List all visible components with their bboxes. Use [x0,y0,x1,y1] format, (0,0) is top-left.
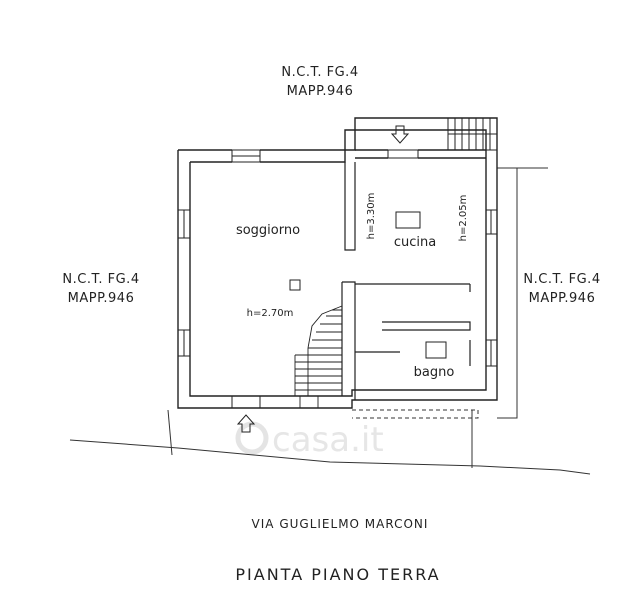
rear-entrance-arrow-icon [390,125,410,144]
watermark-text: casa.it [272,420,384,460]
interior-walls [341,162,471,400]
parcel-right-line1: N.C.T. FG.4 [523,272,600,287]
windows [177,149,498,367]
front-entrance-arrow-icon [236,414,256,433]
parcel-right-line2: MAPP.946 [529,291,596,306]
soggiorno-light-marker-icon [289,279,301,291]
front-path-outline [352,409,479,419]
site-boundary [69,167,591,475]
street-edge-line [69,439,591,475]
parcel-label-right: N.C.T. FG.4 MAPP.946 [523,272,600,306]
parcel-top-line2: MAPP.946 [287,84,354,99]
boundary-right [497,167,518,419]
wall-stair-right [342,281,356,400]
wall-cucina-bagno [382,321,471,331]
stair-landing [299,396,319,408]
parcel-top-line1: N.C.T. FG.4 [281,65,358,80]
boundary-left [167,409,173,456]
door-kitchen-rear [387,149,419,159]
height-cucina-right: h=2.05m [458,195,469,242]
plan-title: PIANTA PIANO TERRA [235,565,440,584]
parcel-label-left: N.C.T. FG.4 MAPP.946 [62,272,139,306]
parcel-left-line2: MAPP.946 [68,291,135,306]
height-soggiorno: h=2.70m [247,308,294,319]
parcel-label-top: N.C.T. FG.4 MAPP.946 [281,65,358,99]
fixtures [289,211,447,359]
watermark: casa.it [235,420,384,460]
front-door [231,395,261,409]
room-label-cucina: cucina [394,235,436,250]
height-cucina-left: h=3.30m [366,193,377,240]
front-entrance [231,395,261,433]
street-name: VIA GUGLIELMO MARCONI [252,517,429,531]
room-label-bagno: bagno [414,365,455,380]
cucina-table-icon [395,211,421,229]
stair-treads-upper [308,309,342,349]
staircase [294,305,343,408]
wall-soggiorno-cucina-upper [344,162,356,251]
rear-patio [354,117,498,151]
parcel-left-line1: N.C.T. FG.4 [62,272,139,287]
inner-wall-line [189,129,487,397]
bagno-fixture-icon [425,341,447,359]
stair-curve [307,305,343,349]
stair-treads-lower [295,354,342,391]
room-label-soggiorno: soggiorno [236,223,300,238]
